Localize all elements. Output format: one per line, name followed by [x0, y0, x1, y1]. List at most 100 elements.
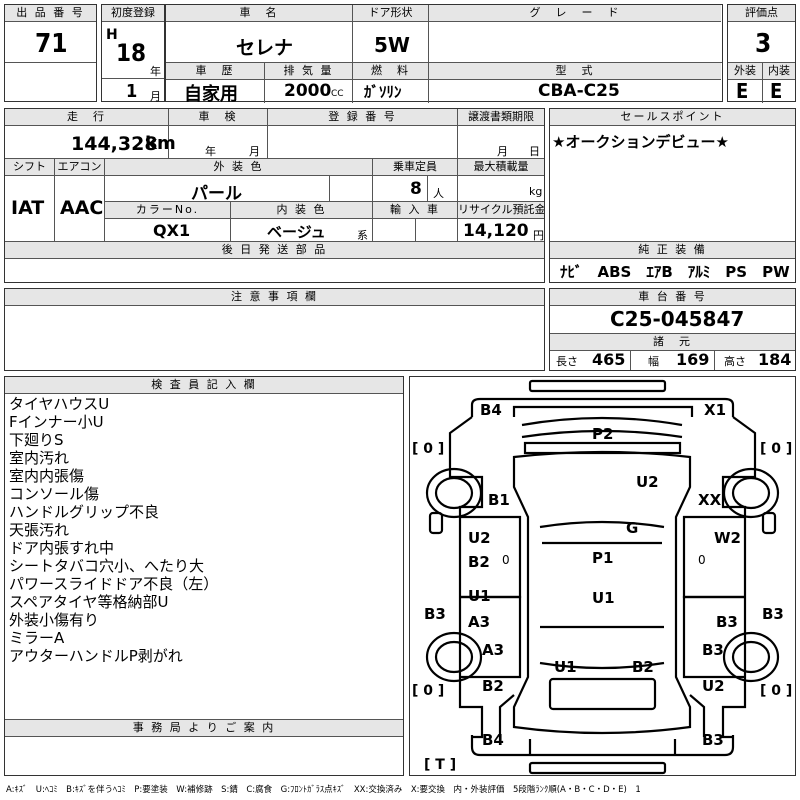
- recycle-fee-unit: 円: [533, 229, 544, 242]
- damage-mark: U1: [468, 587, 491, 605]
- grade-label: グ レ ー ド: [428, 5, 721, 22]
- tire-right-bottom: [ 0 ]: [760, 683, 793, 699]
- caution-box: 注 意 事 項 欄: [4, 288, 545, 371]
- equipment-label: 純 正 装 備: [550, 242, 795, 259]
- damage-mark: B4: [480, 401, 502, 419]
- damage-mark: A3: [482, 641, 505, 659]
- displacement-unit: CC: [331, 89, 344, 99]
- displacement-label: 排 気 量: [264, 63, 352, 80]
- fuel: ｶﾞｿﾘﾝ: [364, 83, 402, 101]
- inspector-note: 天張汚れ: [9, 521, 70, 539]
- int-color: ベージュ: [267, 223, 326, 241]
- model: CBA-C25: [538, 81, 620, 101]
- inspection-month-unit: 月: [249, 145, 260, 158]
- damage-mark: B3: [702, 641, 724, 659]
- model-label: 型 式: [428, 63, 721, 80]
- first-registration-box: 初度登録 H 18 年 1 月: [101, 4, 165, 103]
- mileage-label: 走 行: [5, 109, 168, 126]
- transfer-day-unit: 日: [529, 145, 540, 158]
- transfer-month-unit: 月: [497, 145, 508, 158]
- damage-mark: B2: [482, 677, 504, 695]
- vehicle-details-box: 走 行 車 検 登 録 番 号 譲渡書類期限 144,328 km 年 月 月 …: [4, 108, 545, 283]
- inspector-note: 外装小傷有り: [9, 611, 100, 629]
- car-outline-diagram: [425, 379, 780, 775]
- height: 184: [758, 350, 792, 369]
- year-unit: 年: [150, 65, 161, 78]
- mileage: 144,328: [71, 133, 158, 155]
- max-load-unit: kg: [529, 185, 543, 198]
- width-label: 幅: [648, 355, 659, 368]
- shift-label: シフト: [5, 159, 54, 176]
- sales-point-label: セールスポイント: [550, 109, 795, 126]
- fuel-label: 燃 料: [352, 63, 428, 80]
- inspector-note: 室内内張傷: [9, 467, 85, 485]
- inspector-note: ドア内張すれ中: [9, 539, 115, 557]
- recycle-fee-label: リサイクル預託金: [457, 202, 544, 219]
- lot-number: 71: [35, 29, 68, 59]
- lot-number-label: 出 品 番 号: [5, 5, 96, 22]
- damage-mark: B4: [482, 731, 504, 749]
- height-label: 高さ: [724, 355, 746, 368]
- inspector-note: ミラーA: [9, 629, 65, 647]
- ext-color-label: 外 装 色: [104, 159, 372, 176]
- inspector-note: パワースライドドア不良（左）: [9, 575, 219, 593]
- equipment-items: ﾅﾋﾞ ABS ｴｱB ｱﾙﾐ PS PW: [560, 263, 790, 281]
- score-box: 評価点 3 外装 内装 E E: [727, 4, 796, 103]
- ac-label: エアコン: [54, 159, 104, 176]
- transfer-deadline-label: 譲渡書類期限: [457, 109, 544, 126]
- sales-point-box: セールスポイント ★オークションデビュー★ 純 正 装 備 ﾅﾋﾞ ABS ｴｱ…: [549, 108, 796, 283]
- score: 3: [755, 29, 772, 59]
- legend: A:ｷｽﾞ U:ﾍｺﾐ B:ｷｽﾞを伴うﾍｺﾐ P:要塗装 W:補修跡 S:錆 …: [6, 785, 641, 795]
- length: 465: [592, 350, 626, 369]
- inspector-note: 下廻りS: [9, 431, 64, 449]
- capacity-unit: 人: [433, 187, 444, 200]
- width: 169: [676, 350, 710, 369]
- inspector-note: スペアタイヤ等格納部U: [9, 593, 169, 611]
- interior-grade-label: 内装: [762, 63, 795, 80]
- int-color-unit: 系: [357, 229, 368, 242]
- damage-mark: B2: [632, 658, 654, 676]
- damage-mark: U2: [702, 677, 725, 695]
- registration-month: 1: [126, 81, 138, 102]
- history-label: 車 歴: [166, 63, 264, 80]
- chassis-box: 車 台 番 号 C25-045847 諸 元 長さ 465 幅 169 高さ 1…: [549, 288, 796, 371]
- inspection-year-unit: 年: [205, 145, 216, 158]
- chassis-number: C25-045847: [610, 307, 745, 331]
- ext-color: パール: [191, 184, 242, 204]
- lot-number-box: 出 品 番 号 71: [4, 4, 97, 102]
- shift: IAT: [11, 197, 45, 219]
- exterior-grade: E: [736, 79, 749, 103]
- damage-mark: P1: [592, 549, 614, 567]
- chassis-number-label: 車 台 番 号: [550, 289, 795, 306]
- ac: AAC: [60, 197, 104, 219]
- spare-tire: [ T ]: [424, 757, 457, 773]
- tire-left-bottom: [ 0 ]: [412, 683, 445, 699]
- sales-point-text: ★オークションデビュー★: [552, 133, 729, 151]
- damage-mark: B2: [468, 553, 490, 571]
- history: 自家用: [184, 84, 238, 105]
- inspector-notes-label: 検 査 員 記 入 欄: [5, 377, 403, 394]
- inspector-note: 室内汚れ: [9, 449, 70, 467]
- office-notice-label: 事 務 局 よ り ご 案 内: [5, 720, 403, 737]
- capacity-label: 乗車定員: [372, 159, 457, 176]
- exterior-grade-label: 外装: [728, 63, 762, 80]
- score-label: 評価点: [728, 5, 795, 22]
- inspector-note: シートタバコ穴小、へたり大: [9, 557, 205, 575]
- damage-mark: B3: [716, 613, 738, 631]
- length-label: 長さ: [556, 355, 578, 368]
- damage-mark: U1: [592, 589, 615, 607]
- registration-year: 18: [116, 39, 147, 67]
- inspector-note: Fインナー小U: [9, 413, 104, 431]
- era: H: [106, 27, 118, 43]
- inspector-note: タイヤハウスU: [9, 395, 110, 413]
- color-number: QX1: [153, 221, 191, 240]
- damage-mark: P2: [592, 425, 614, 443]
- damage-mark: X1: [704, 401, 727, 419]
- tire-left-top: [ 0 ]: [412, 441, 445, 457]
- interior-grade: E: [770, 79, 783, 103]
- capacity: 8: [410, 179, 422, 199]
- inspector-note: ハンドルグリップ不良: [9, 503, 160, 521]
- damage-mark: B1: [488, 491, 510, 509]
- damage-mark: W2: [714, 529, 741, 547]
- tire-right-top: [ 0 ]: [760, 441, 793, 457]
